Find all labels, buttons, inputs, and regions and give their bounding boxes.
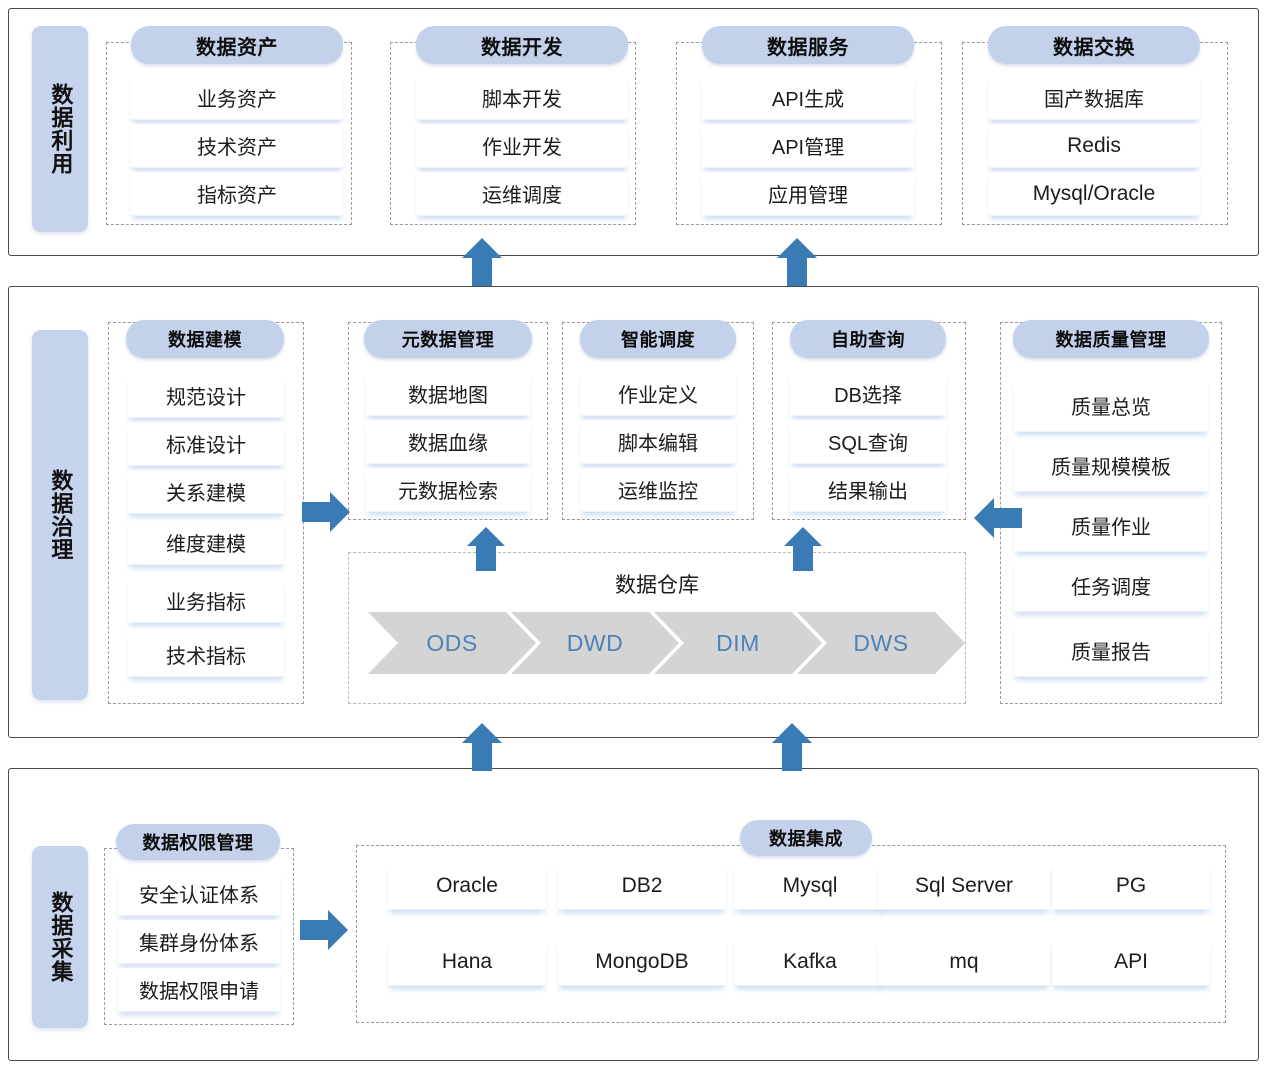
item-integration-r2-0[interactable]: Hana: [388, 938, 546, 986]
item-data-asset-2[interactable]: 指标资产: [131, 172, 343, 216]
band-label-data-utilization: 数据利用: [32, 26, 88, 232]
item-integration-r2-2[interactable]: Kafka: [734, 938, 886, 986]
item-integration-r1-1[interactable]: DB2: [558, 862, 726, 910]
group-title-metadata-management[interactable]: 元数据管理: [364, 320, 532, 358]
item-integration-r1-4[interactable]: PG: [1052, 862, 1210, 910]
item-metadata-0[interactable]: 数据地图: [366, 372, 530, 416]
warehouse-stage-1[interactable]: DWD: [511, 612, 679, 674]
item-data-asset-0[interactable]: 业务资产: [131, 76, 343, 120]
item-quality-3[interactable]: 任务调度: [1014, 560, 1208, 612]
item-data-modeling-2[interactable]: 关系建模: [128, 470, 284, 514]
item-integration-r2-4[interactable]: API: [1052, 938, 1210, 986]
arrow-dev-up-icon: [460, 236, 504, 288]
item-metadata-1[interactable]: 数据血缘: [366, 420, 530, 464]
band-label-data-governance: 数据治理: [32, 330, 88, 700]
chevron-shape-icon: [368, 612, 536, 674]
chevron-shape-icon: [654, 612, 822, 674]
arrow-query-up-icon: [782, 525, 824, 573]
group-title-data-permission-management[interactable]: 数据权限管理: [116, 824, 280, 860]
item-data-exchange-0[interactable]: 国产数据库: [988, 76, 1200, 120]
group-title-data-service[interactable]: 数据服务: [702, 26, 914, 64]
chevron-shape-icon: [797, 612, 965, 674]
group-title-smart-scheduling[interactable]: 智能调度: [580, 320, 736, 358]
item-query-0[interactable]: DB选择: [790, 372, 946, 416]
item-data-service-2[interactable]: 应用管理: [702, 172, 914, 216]
item-permission-2[interactable]: 数据权限申请: [118, 968, 280, 1012]
arrow-quality-left-icon: [972, 496, 1024, 540]
arrow-acq-right-up-icon: [770, 721, 814, 773]
band-label-data-acquisition: 数据采集: [32, 846, 88, 1028]
item-quality-2[interactable]: 质量作业: [1014, 500, 1208, 552]
item-data-exchange-1[interactable]: Redis: [988, 124, 1200, 168]
item-data-asset-1[interactable]: 技术资产: [131, 124, 343, 168]
group-title-data-integration[interactable]: 数据集成: [740, 820, 872, 856]
item-data-modeling-3[interactable]: 维度建模: [128, 521, 284, 565]
arrow-model-right-icon: [300, 490, 352, 534]
item-query-1[interactable]: SQL查询: [790, 420, 946, 464]
warehouse-stage-3[interactable]: DWS: [797, 612, 965, 674]
item-integration-r2-3[interactable]: mq: [878, 938, 1050, 986]
item-data-development-0[interactable]: 脚本开发: [416, 76, 628, 120]
item-integration-r1-3[interactable]: Sql Server: [878, 862, 1050, 910]
item-integration-r1-2[interactable]: Mysql: [734, 862, 886, 910]
arrow-acq-left-up-icon: [460, 721, 504, 773]
warehouse-stage-2[interactable]: DIM: [654, 612, 822, 674]
item-data-modeling-5[interactable]: 技术指标: [128, 633, 284, 677]
chevron-shape-icon: [511, 612, 679, 674]
item-permission-0[interactable]: 安全认证体系: [118, 872, 280, 916]
warehouse-stage-0[interactable]: ODS: [368, 612, 536, 674]
item-data-modeling-0[interactable]: 规范设计: [128, 374, 284, 418]
arrow-meta-up-icon: [465, 525, 507, 573]
arrow-service-up-icon: [775, 236, 819, 288]
item-data-exchange-2[interactable]: Mysql/Oracle: [988, 172, 1200, 216]
data-warehouse-title: 数据仓库: [615, 574, 699, 597]
item-integration-r1-0[interactable]: Oracle: [388, 862, 546, 910]
group-title-self-service-query[interactable]: 自助查询: [790, 320, 946, 358]
item-data-service-0[interactable]: API生成: [702, 76, 914, 120]
group-title-data-modeling[interactable]: 数据建模: [126, 320, 284, 358]
item-data-service-1[interactable]: API管理: [702, 124, 914, 168]
item-permission-1[interactable]: 集群身份体系: [118, 920, 280, 964]
item-query-2[interactable]: 结果输出: [790, 468, 946, 512]
group-title-data-asset[interactable]: 数据资产: [131, 26, 343, 64]
item-data-development-2[interactable]: 运维调度: [416, 172, 628, 216]
item-quality-4[interactable]: 质量报告: [1014, 625, 1208, 677]
item-data-development-1[interactable]: 作业开发: [416, 124, 628, 168]
group-title-data-exchange[interactable]: 数据交换: [988, 26, 1200, 64]
item-data-modeling-4[interactable]: 业务指标: [128, 579, 284, 623]
item-quality-0[interactable]: 质量总览: [1014, 380, 1208, 432]
item-integration-r2-1[interactable]: MongoDB: [558, 938, 726, 986]
item-quality-1[interactable]: 质量规模模板: [1014, 440, 1208, 492]
group-title-data-development[interactable]: 数据开发: [416, 26, 628, 64]
arrow-perm-right-icon: [298, 908, 350, 952]
item-scheduling-1[interactable]: 脚本编辑: [580, 420, 736, 464]
item-scheduling-2[interactable]: 运维监控: [580, 468, 736, 512]
item-data-modeling-1[interactable]: 标准设计: [128, 422, 284, 466]
group-title-data-quality-management[interactable]: 数据质量管理: [1013, 320, 1209, 358]
item-scheduling-0[interactable]: 作业定义: [580, 372, 736, 416]
item-metadata-2[interactable]: 元数据检索: [366, 468, 530, 512]
